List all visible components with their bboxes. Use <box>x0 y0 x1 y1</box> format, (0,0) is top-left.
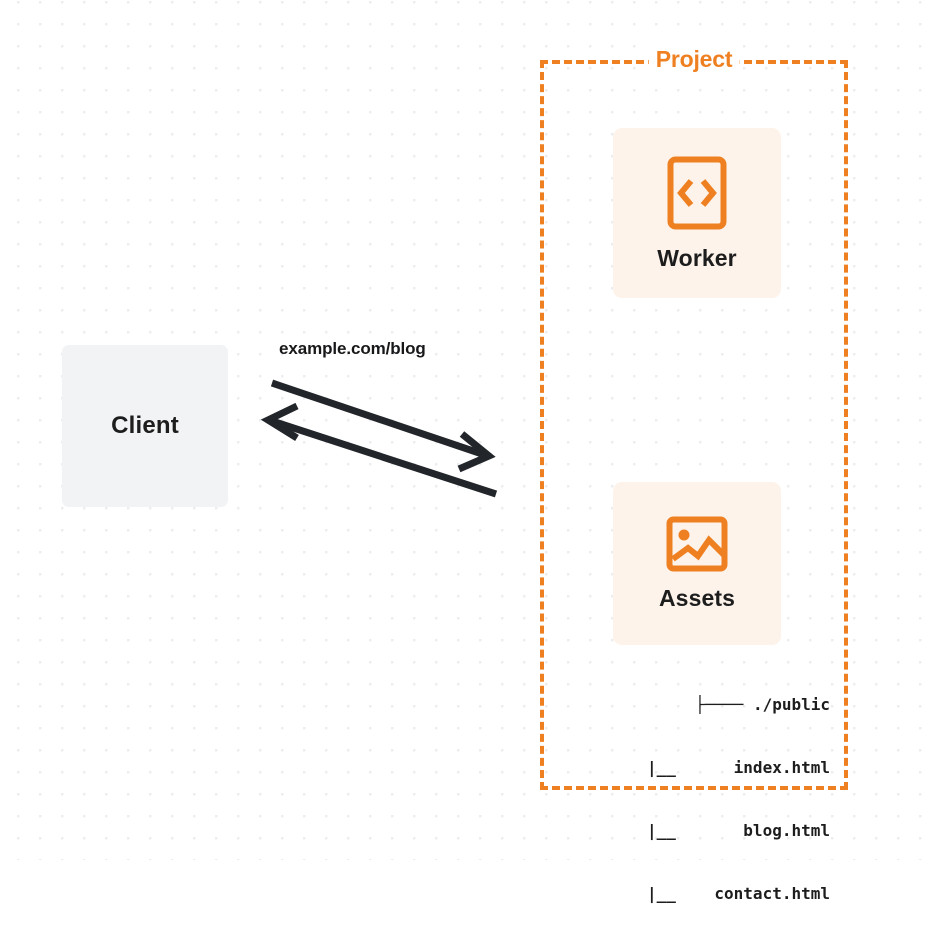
worker-label: Worker <box>657 244 737 271</box>
file-tree-line: |__ index.html <box>646 758 830 777</box>
arrow-client-to-project <box>270 379 496 473</box>
file-tree-line: |__ blog.html <box>646 821 830 840</box>
client-node[interactable]: Client <box>62 345 228 507</box>
client-label: Client <box>111 412 179 439</box>
arrow-project-to-client <box>260 402 498 498</box>
assets-node[interactable]: Assets <box>613 482 781 645</box>
file-tree-line: ├──── ./public <box>695 695 830 714</box>
diagram-canvas: Client example.com/blog Project Worker <box>0 0 938 903</box>
project-title: Project <box>648 45 740 73</box>
file-tree-line: |__ contact.html <box>646 884 830 903</box>
project-container: Project Worker Assets ├──── ./public |__… <box>540 45 848 903</box>
code-brackets-icon <box>667 156 727 229</box>
worker-node[interactable]: Worker <box>613 128 781 298</box>
image-icon <box>666 516 728 572</box>
assets-file-tree: ├──── ./public |__ index.html |__ blog.h… <box>540 652 830 946</box>
assets-label: Assets <box>658 585 736 611</box>
edge-label-url: example.com/blog <box>279 339 426 358</box>
